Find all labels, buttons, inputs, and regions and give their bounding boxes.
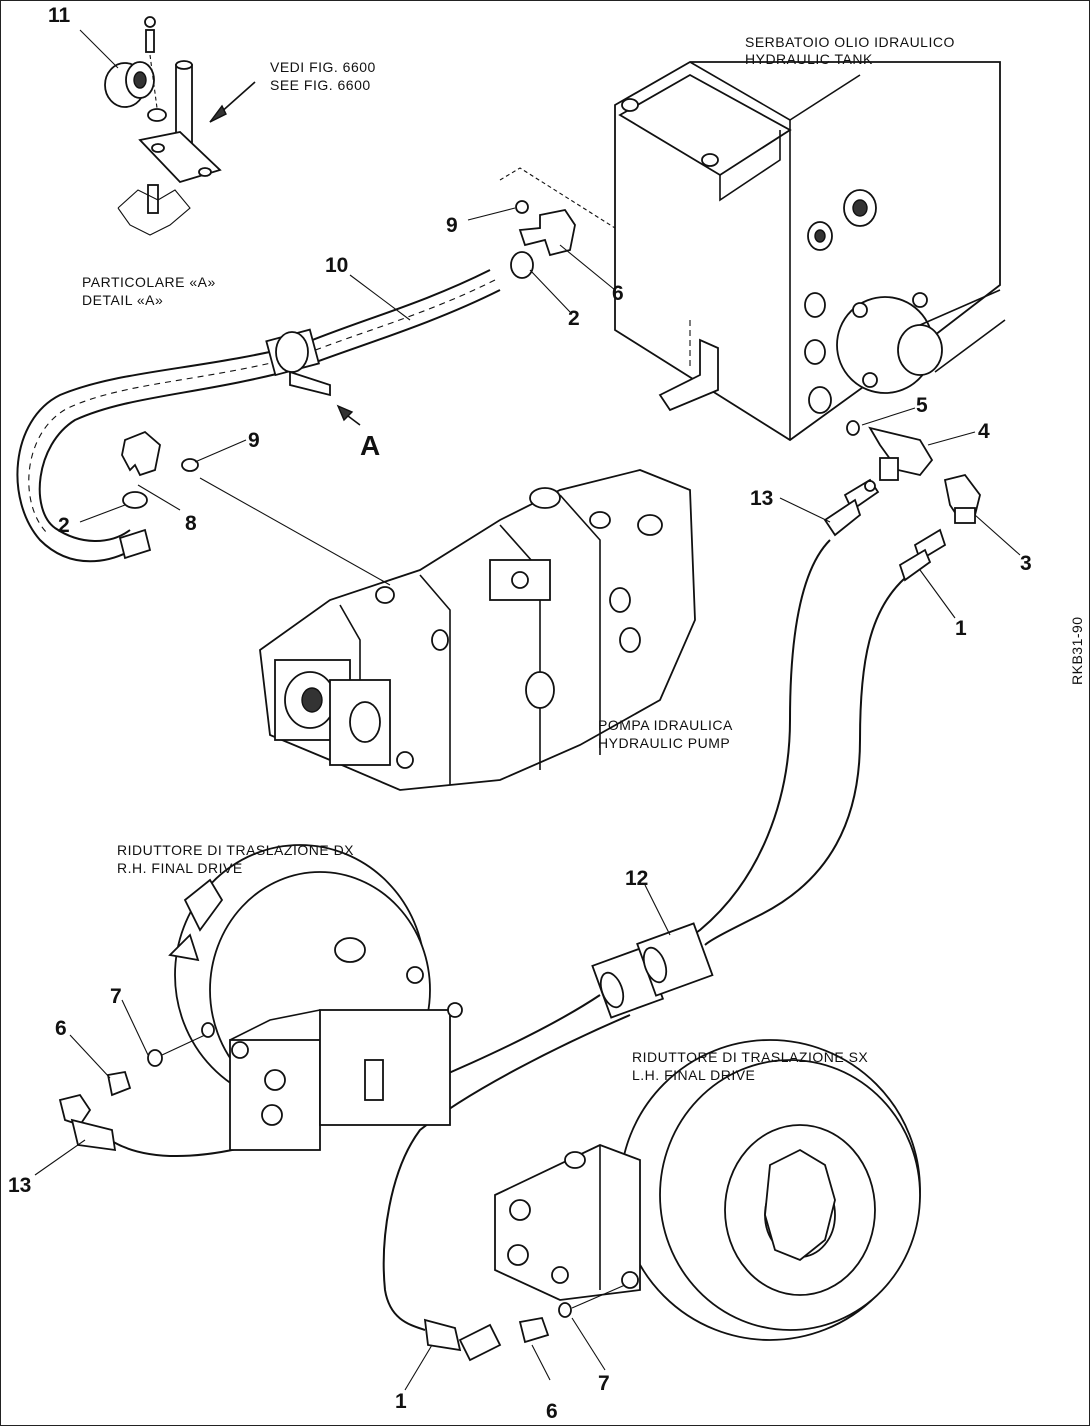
detail-label-en: DETAIL «A»: [82, 292, 163, 308]
hydraulic-tank: [499, 61, 1006, 442]
callout-5: 5: [916, 394, 928, 417]
callout-7-left: 7: [110, 985, 122, 1008]
tank-outlet-fittings: [823, 420, 981, 582]
callout-10: 10: [325, 254, 348, 277]
detail-a-marker: A: [360, 430, 380, 461]
pipe-clamp-detail: [104, 16, 256, 236]
rh-final-drive: [58, 844, 463, 1152]
callout-3: 3: [1020, 552, 1032, 575]
callout-7-bottom: 7: [598, 1372, 610, 1395]
callout-13-top: 13: [750, 487, 773, 510]
detail-label-it: PARTICOLARE «A»: [82, 274, 216, 290]
callout-2-left: 2: [58, 514, 70, 537]
callout-8: 8: [185, 512, 197, 535]
callout-13-bottom: 13: [8, 1174, 31, 1197]
text-labels: SERBATOIO OLIO IDRAULICO HYDRAULIC TANK …: [82, 34, 1085, 1083]
see-fig-label-it: VEDI FIG. 6600: [270, 59, 376, 75]
tank-label-en: HYDRAULIC TANK: [745, 51, 873, 67]
leader-lines: [34, 29, 1021, 1391]
callout-12: 12: [625, 867, 648, 890]
suction-hose: [16, 200, 576, 563]
callout-6-bottom: 6: [546, 1400, 558, 1423]
callout-6-top: 6: [612, 282, 624, 305]
callout-6-left: 6: [55, 1017, 67, 1040]
lh-final-drive: [423, 1039, 921, 1362]
lh-drive-label-en: L.H. FINAL DRIVE: [632, 1067, 755, 1083]
drawing-code: RKB31-90: [1069, 616, 1085, 685]
callout-1-bottom: 1: [395, 1390, 407, 1413]
lh-drive-label-it: RIDUTTORE DI TRASLAZIONE SX: [632, 1049, 868, 1065]
rh-drive-label-it: RIDUTTORE DI TRASLAZIONE DX: [117, 842, 354, 858]
see-fig-label-en: SEE FIG. 6600: [270, 77, 371, 93]
pump-label-it: POMPA IDRAULICA: [598, 717, 733, 733]
callout-2-top: 2: [568, 307, 580, 330]
callout-4: 4: [978, 420, 990, 443]
callout-1-top: 1: [955, 617, 967, 640]
callout-9-top: 9: [446, 214, 458, 237]
callout-numbers: 11 9 10 6 2 9 2 8 5 4 13 3 1 12 7 6 13 1…: [8, 4, 1032, 1423]
pump-label-en: HYDRAULIC PUMP: [598, 735, 730, 751]
drain-hoses: [109, 539, 906, 1331]
callout-11: 11: [48, 4, 71, 27]
callout-9-left: 9: [248, 429, 260, 452]
hydraulic-pump: [199, 469, 696, 791]
tank-label-it: SERBATOIO OLIO IDRAULICO: [745, 34, 955, 50]
rh-drive-label-en: R.H. FINAL DRIVE: [117, 860, 243, 876]
